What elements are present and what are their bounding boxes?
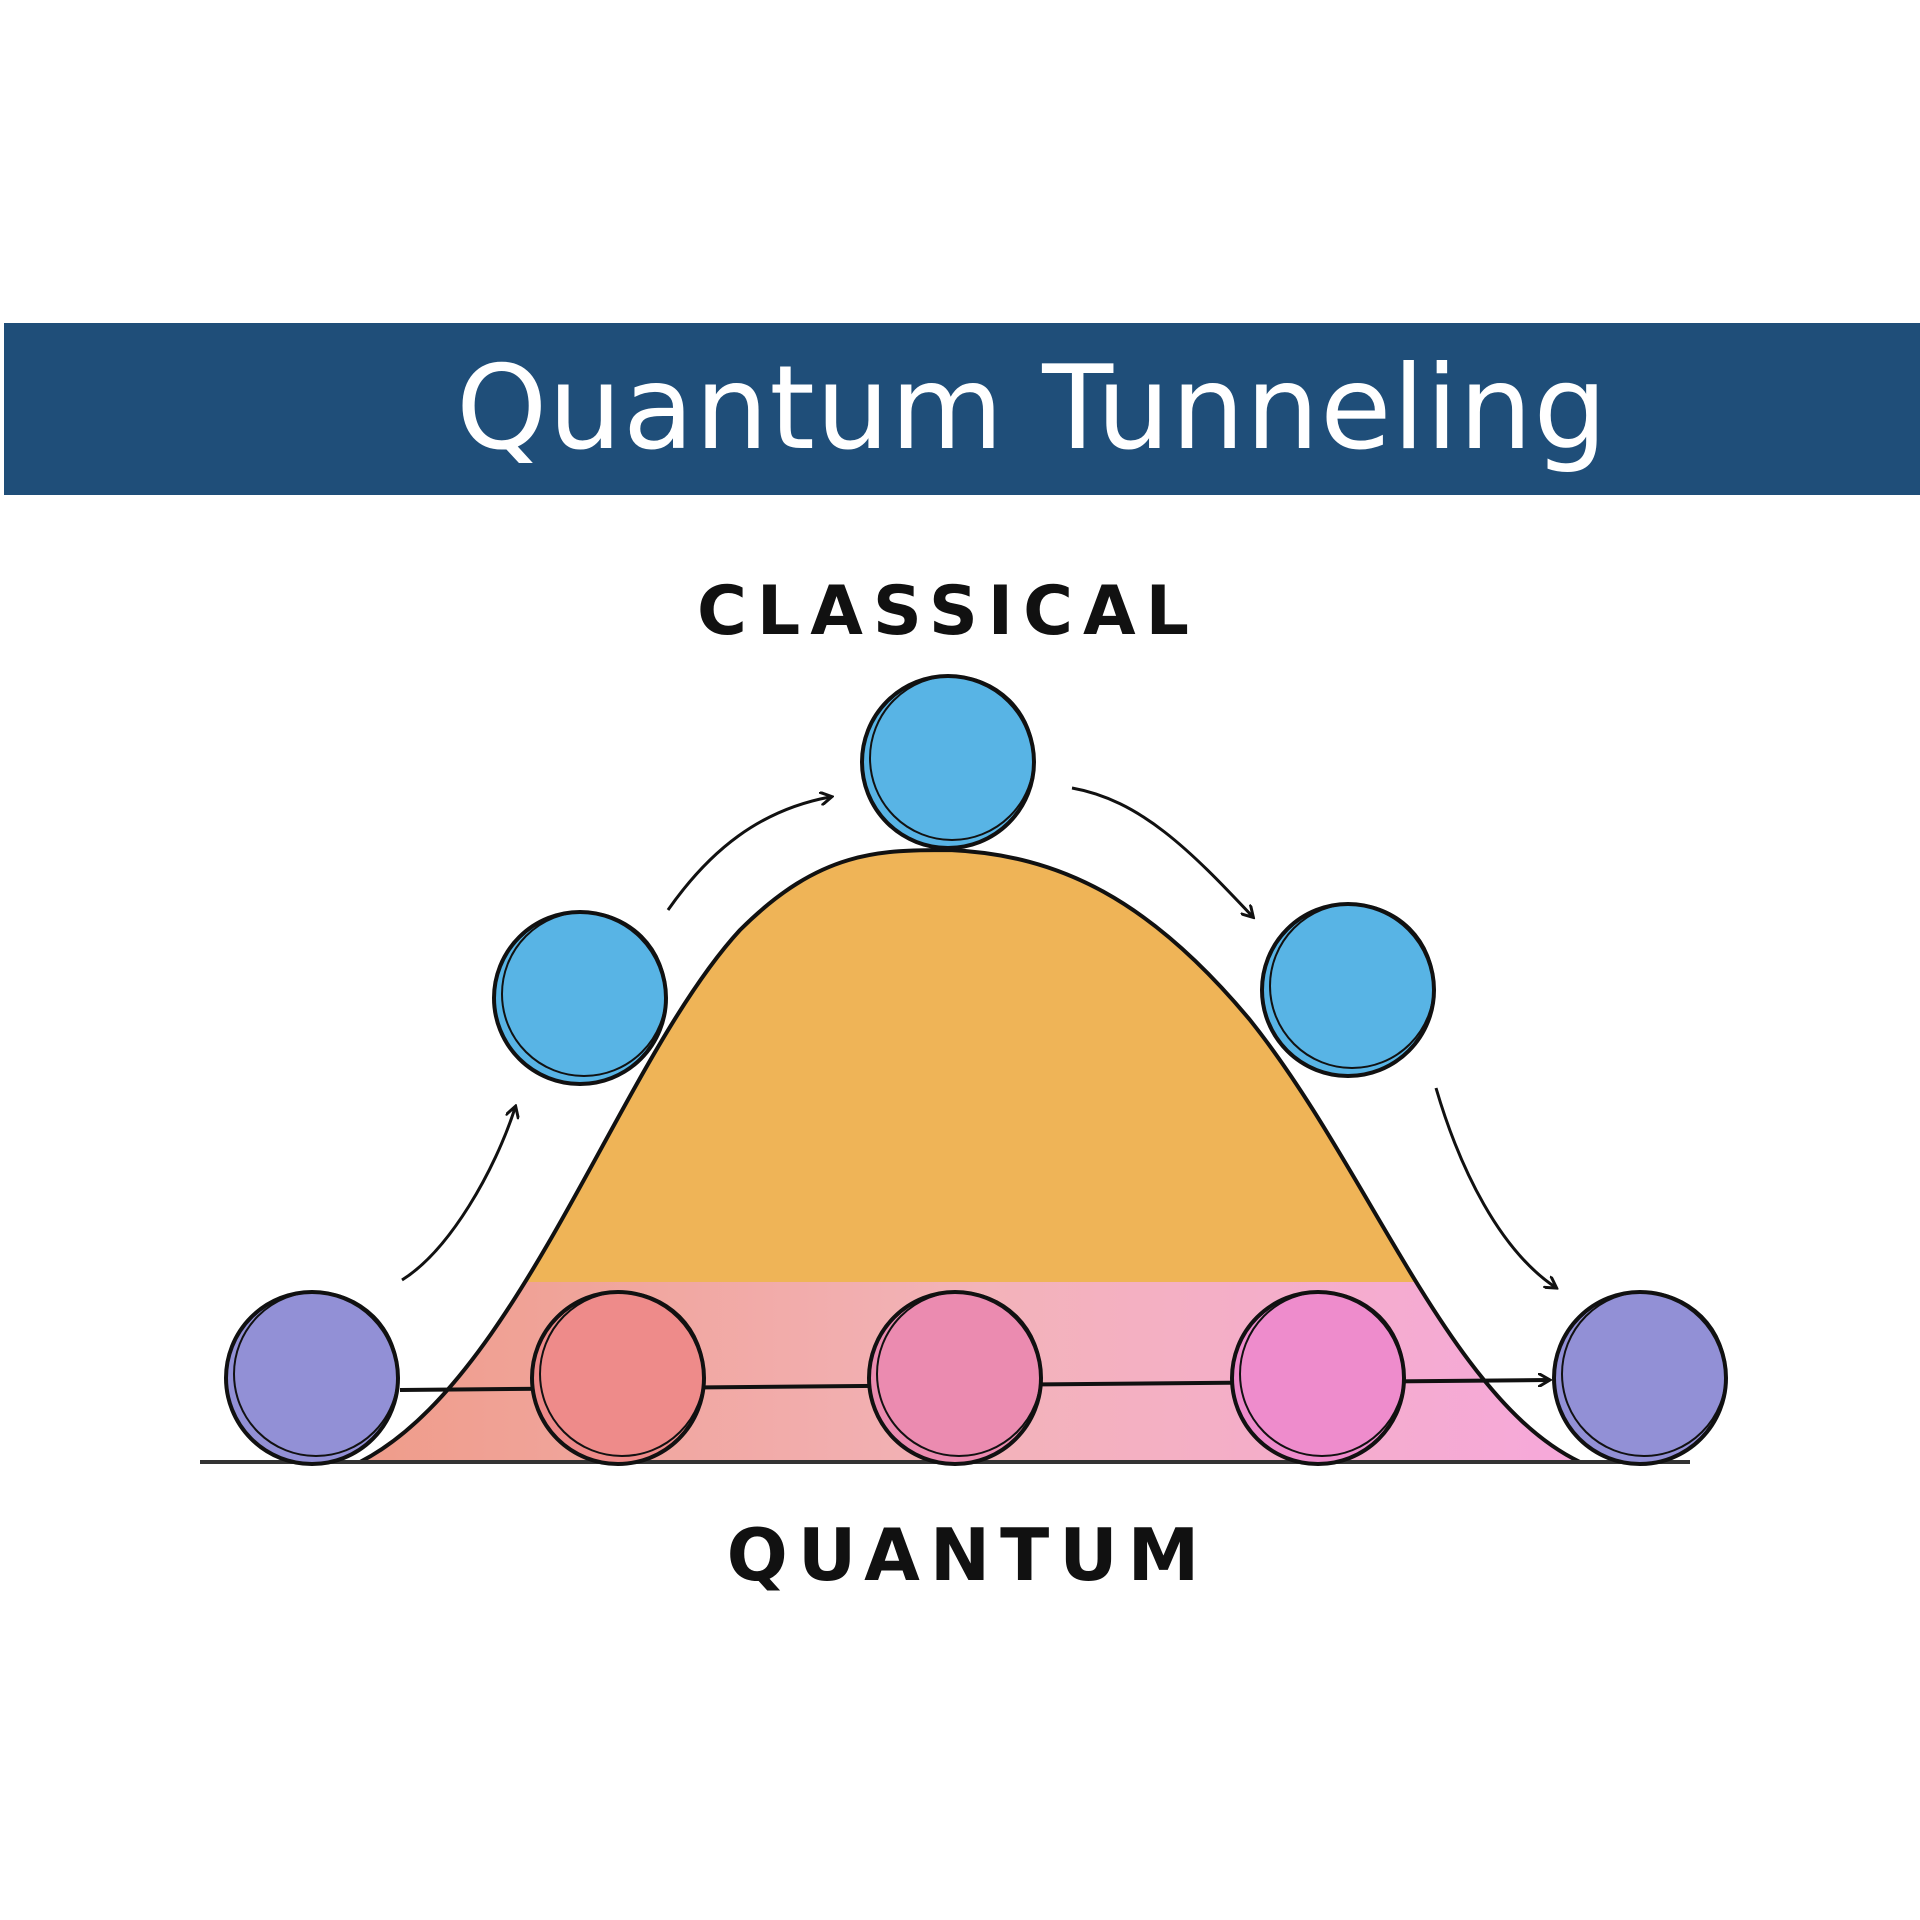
classical-arrow-2	[666, 797, 830, 911]
end-particle	[1552, 1290, 1728, 1466]
classical-arrow-1	[401, 1108, 515, 1282]
title-banner: Quantum Tunneling	[4, 323, 1920, 495]
classical-label: CLASSICAL	[697, 572, 1199, 651]
page-title: Quantum Tunneling	[456, 341, 1609, 476]
barrier-outline	[359, 847, 1581, 1464]
tunneling-particle-2	[867, 1290, 1043, 1466]
quantum-label: QUANTUM	[727, 1513, 1210, 1597]
tunneling-particle-1	[530, 1290, 706, 1466]
classical-particle-right	[1260, 902, 1436, 1078]
classical-arrow-3	[1071, 786, 1252, 916]
classical-arrow-4	[1434, 1087, 1555, 1287]
tunneling-particle-3	[1230, 1290, 1406, 1466]
classical-particle-left	[492, 910, 668, 1086]
start-particle	[224, 1290, 400, 1466]
classical-particle-top	[860, 674, 1036, 850]
